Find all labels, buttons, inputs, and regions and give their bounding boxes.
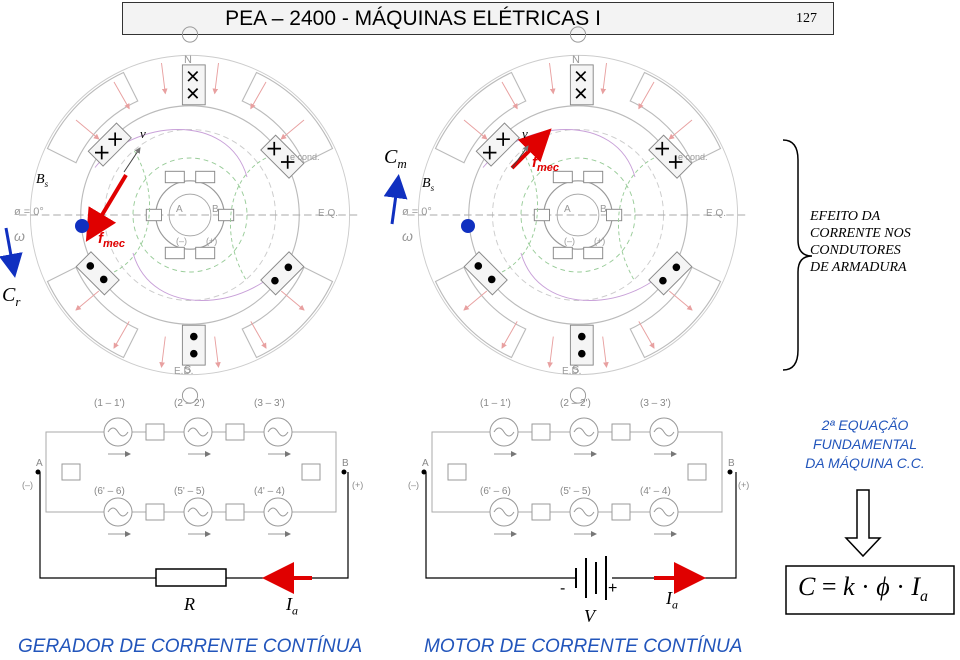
brace-text: EFEITO DA CORRENTE NOS CONDUTORES DE ARM…: [810, 208, 911, 276]
right-fmec-arrow: [510, 128, 552, 170]
left-circuit-pos: (+): [352, 480, 364, 490]
eq-a: a: [920, 588, 929, 606]
right-econd-label: e cond.: [678, 152, 708, 162]
equation-title-line: 2ª EQUAÇÃO: [821, 417, 909, 433]
resistor-R: [155, 568, 227, 587]
left-ed-label: E.D.: [174, 366, 194, 377]
brace: [782, 139, 813, 371]
right-machine-diagram: [407, 27, 749, 403]
right-ia-label: Ia: [666, 588, 678, 612]
left-fmec-label: fmec: [98, 230, 126, 250]
left-circuit: [36, 418, 349, 594]
right-circuit: [422, 418, 737, 600]
equation-title-line: DA MÁQUINA C.C.: [805, 455, 925, 471]
left-cr-arrow: [0, 227, 23, 278]
left-circuit-neg: (–): [22, 480, 33, 490]
right-circuit-top-3: (3 – 3'): [640, 398, 671, 409]
left-econd-label: e cond.: [290, 152, 320, 162]
left-cr-label: Cr: [2, 284, 21, 309]
eq-phi: ϕ: [876, 572, 890, 601]
left-circuit-top-3: (3 – 3'): [254, 398, 285, 409]
right-fmec-label: fmec: [532, 154, 560, 174]
brace-text-line: EFEITO DA: [810, 209, 881, 224]
right-neg-label: (–): [564, 236, 575, 246]
brace-text-line: CONDUTORES: [810, 243, 901, 258]
left-circuit-bottom-3: (4' – 4): [254, 486, 285, 497]
equation: C = k · ϕ · Ia: [798, 572, 928, 606]
left-v-arrow: [123, 147, 141, 173]
page-number: 127: [796, 11, 817, 26]
eq-C: C: [798, 572, 816, 601]
page-title: PEA – 2400 - MÁQUINAS ELÉTRICAS I: [225, 7, 601, 30]
right-ed-label: E.D.: [562, 366, 582, 377]
battery-label: V: [584, 606, 595, 626]
left-pos-label: (+): [206, 236, 218, 246]
brace-text-line: CORRENTE NOS: [810, 226, 911, 241]
eq-I: I: [911, 572, 921, 601]
right-bs-label: Bs: [422, 176, 435, 193]
right-cm-label: Cm: [384, 146, 407, 171]
right-circuit-top-1: (1 – 1'): [480, 398, 511, 409]
right-pos-label: (+): [594, 236, 606, 246]
left-circuit-top-1: (1 – 1'): [94, 398, 125, 409]
left-circuit-bottom-1: (6' – 6): [94, 486, 125, 497]
right-v-arrow: [511, 145, 529, 169]
right-south-label: S: [572, 364, 580, 376]
right-circuit-pos: (+): [738, 480, 750, 490]
eq-equals: =: [821, 572, 837, 601]
brace-text-line: DE ARMADURA: [810, 260, 907, 275]
right-eq-label: E.Q.: [706, 208, 727, 219]
right-circuit-neg: (–): [408, 480, 419, 490]
equation-box: [785, 565, 955, 615]
left-circuit-B: B: [342, 458, 349, 469]
left-neg-label: (–): [176, 236, 187, 246]
right-circuit-top-2: (2 – 2'): [560, 398, 591, 409]
right-circuit-bottom-2: (5' – 5): [560, 486, 591, 497]
left-circuit-bottom-2: (5' – 5): [174, 486, 205, 497]
eq-dot: ·: [896, 572, 905, 601]
header-box: PEA – 2400 - MÁQUINAS ELÉTRICAS I 127: [122, 2, 834, 35]
right-omega-label: ω: [402, 228, 413, 244]
right-circuit-bottom-1: (6' – 6): [480, 486, 511, 497]
gerador-caption: GERADOR DE CORRENTE CONTÍNUA: [18, 636, 363, 657]
right-A-label: A: [564, 204, 571, 215]
right-phi-label: ø = 0°: [402, 206, 432, 218]
left-circuit-A: A: [36, 458, 43, 469]
left-omega-label: ω: [14, 228, 25, 244]
left-rotor-dot: [75, 219, 89, 233]
right-cm-arrow: [383, 174, 408, 225]
battery-minus: -: [560, 580, 566, 597]
down-arrow: [844, 489, 882, 558]
right-circuit-A: A: [422, 458, 429, 469]
eq-dot: ·: [861, 572, 870, 601]
left-circuit-top-2: (2 – 2'): [174, 398, 205, 409]
equation-title: 2ª EQUAÇÃO FUNDAMENTAL DA MÁQUINA C.C.: [780, 416, 950, 473]
left-bs-label: Bs: [36, 172, 49, 189]
equation-title-line: FUNDAMENTAL: [813, 436, 917, 452]
resistor-label: R: [184, 594, 195, 614]
left-v-label: v: [140, 126, 146, 141]
right-B-label: B: [600, 204, 607, 215]
battery-plus: +: [608, 580, 618, 597]
left-eq-label: E.Q.: [318, 208, 339, 219]
right-v-label: v: [522, 126, 528, 141]
eq-k: k: [843, 572, 855, 601]
battery-V: [575, 556, 607, 600]
right-circuit-bottom-3: (4' – 4): [640, 486, 671, 497]
right-rotor-dot: [461, 219, 475, 233]
right-circuit-B: B: [728, 458, 735, 469]
left-phi-label: ø = 0°: [14, 206, 44, 218]
left-A-label: A: [176, 204, 183, 215]
left-machine-diagram: [19, 27, 361, 403]
left-north-label: N: [184, 54, 192, 66]
right-north-label: N: [572, 54, 580, 66]
left-fmec-arrow: [85, 173, 128, 242]
motor-caption: MOTOR DE CORRENTE CONTÍNUA: [424, 636, 743, 657]
left-ia-label: Ia: [286, 594, 298, 618]
left-south-label: S: [184, 364, 192, 376]
left-B-label: B: [212, 204, 219, 215]
